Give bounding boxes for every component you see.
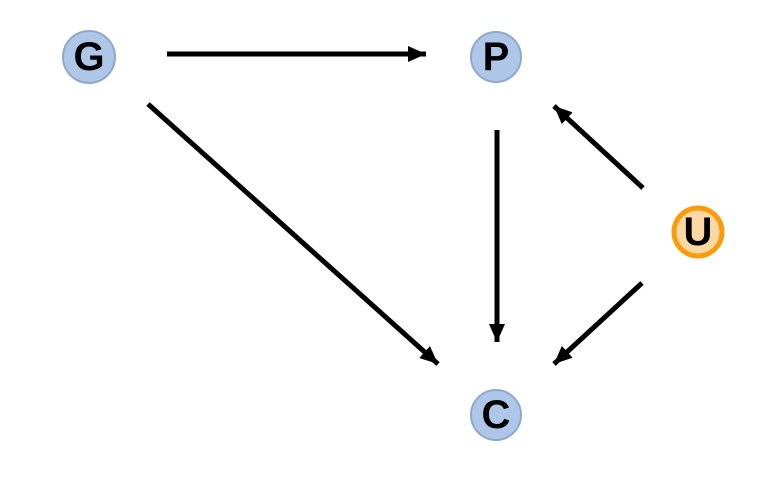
node-circle-U xyxy=(671,205,725,259)
node-C: C xyxy=(470,389,522,441)
node-circle-G xyxy=(62,30,116,84)
node-circle-C xyxy=(470,389,522,441)
node-label-C: C xyxy=(482,393,511,437)
nodes-layer: G P U C xyxy=(62,30,725,441)
node-circle-P xyxy=(470,31,522,83)
edge-U-to-P xyxy=(552,104,645,190)
node-G: G xyxy=(62,30,116,84)
edges-layer xyxy=(146,46,645,366)
edge-U-to-C xyxy=(552,281,644,366)
node-label-U: U xyxy=(684,210,713,254)
node-U: U xyxy=(671,205,725,259)
edge-G-to-C xyxy=(146,102,440,366)
node-P: P xyxy=(470,31,522,83)
node-label-G: G xyxy=(73,35,104,79)
node-label-P: P xyxy=(483,35,510,79)
